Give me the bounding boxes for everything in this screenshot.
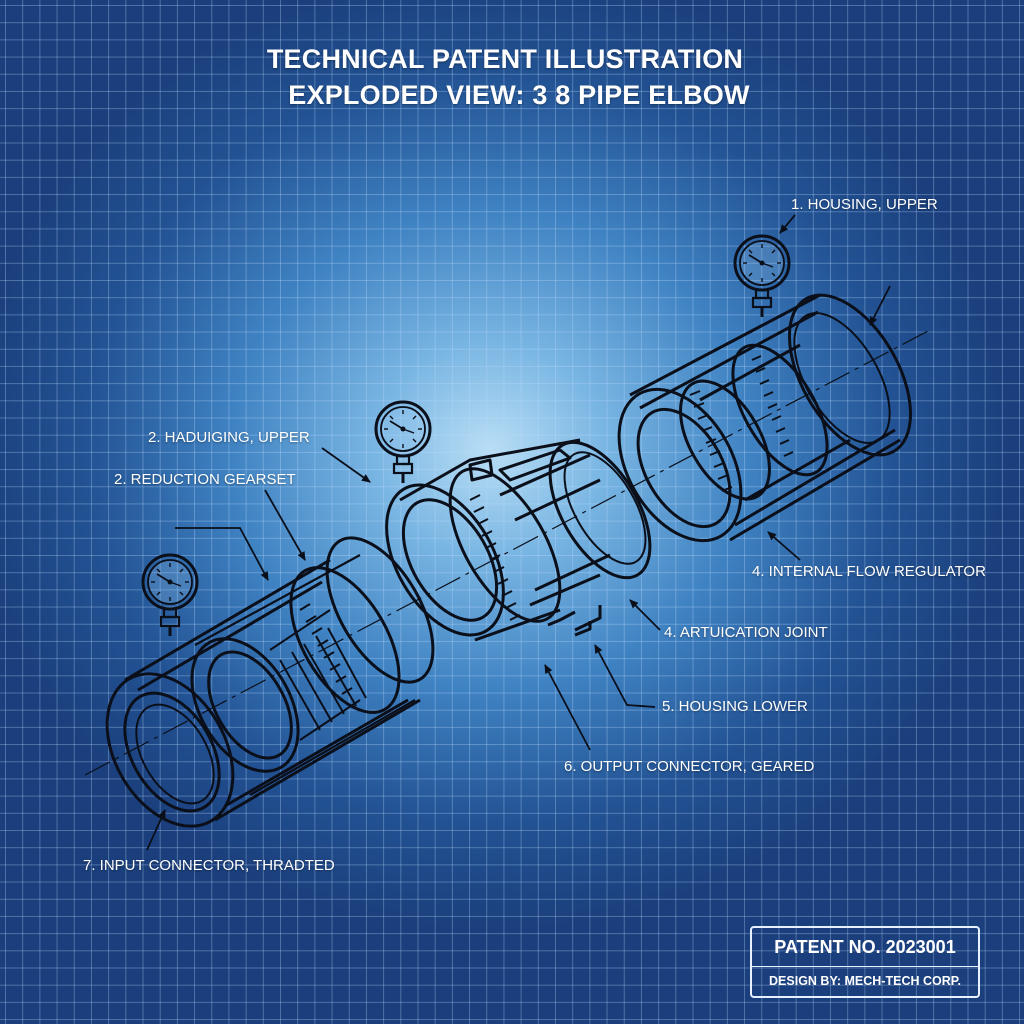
pressure-gauge-middle [374, 400, 432, 485]
leader-lines [146, 214, 891, 851]
pressure-gauge-left [141, 553, 199, 638]
design-credit: DESIGN BY: MECH-TECH CORP. [769, 974, 961, 988]
label-housing-lower: 5. HOUSING LOWER [662, 698, 808, 715]
label-reduction-gearset: 2. REDUCTION GEARSET [114, 471, 296, 488]
label-input-connector: 7. INPUT CONNECTOR, THRADTED [83, 857, 335, 874]
title-line-2: EXPLODED VIEW: 3 8 PIPE ELBOW [288, 80, 750, 110]
label-housing-upper-2: 2. HADUIGING, UPPER [148, 429, 310, 446]
label-internal-flow-regulator: 4. INTERNAL FLOW REGULATOR [752, 563, 986, 580]
right-assembly [617, 293, 913, 543]
patent-number: PATENT NO. 2023001 [752, 928, 978, 967]
patent-title-block: PATENT NO. 2023001 DESIGN BY: MECH-TECH … [750, 926, 980, 998]
pressure-gauge-right [733, 234, 791, 319]
label-output-connector: 6. OUTPUT CONNECTOR, GEARED [564, 758, 815, 775]
label-articulation-joint: 4. ARTUICATION JOINT [664, 624, 828, 641]
middle-assembly [385, 438, 652, 642]
title-line-1: TECHNICAL PATENT ILLUSTRATION [266, 44, 744, 74]
label-housing-upper: 1. HOUSING, UPPER [791, 196, 938, 213]
center-axis-line [84, 329, 931, 776]
left-assembly [105, 536, 435, 828]
